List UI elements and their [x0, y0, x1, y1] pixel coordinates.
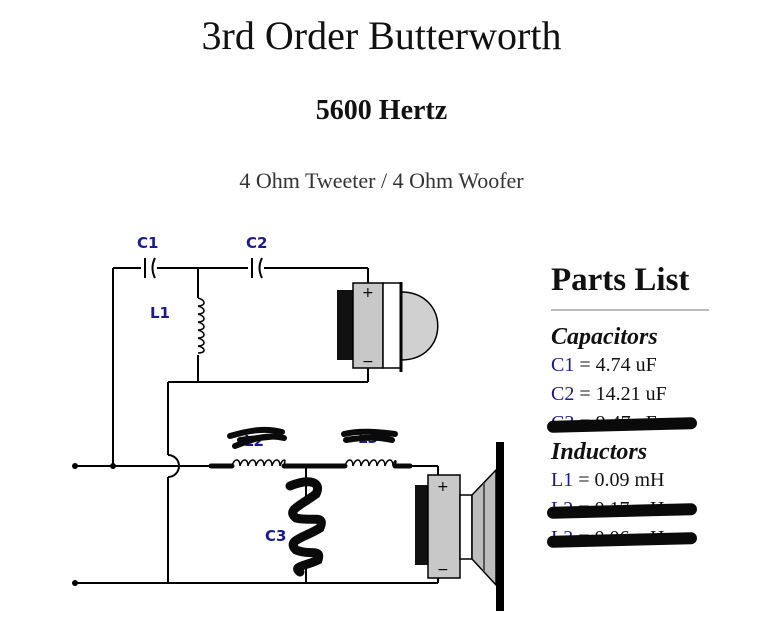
tweeter-minus: − [362, 354, 374, 370]
inductor-l2 [231, 459, 286, 467]
strikeout-scribble [546, 503, 698, 519]
part-row-l1: L1 = 0.09 mH [551, 466, 721, 495]
tweeter-speaker: + − [337, 282, 439, 372]
capacitors-heading: Capacitors [551, 324, 658, 350]
part-value: = 0.09 mH [578, 469, 665, 491]
part-ref: L1 [551, 469, 574, 491]
part-row-c2: C2 = 14.21 uF [551, 380, 721, 409]
inductor-l1 [197, 297, 205, 354]
parts-list-title: Parts List [551, 262, 690, 298]
parts-list: Parts List Capacitors C1 = 4.74 uF C2 = … [546, 262, 721, 553]
woofer-minus: − [437, 562, 449, 578]
capacitor-c2 [251, 257, 263, 279]
page-title: 3rd Order Butterworth [201, 13, 562, 58]
label-l1: L1 [150, 304, 170, 322]
crossover-frequency: 5600 Hertz [315, 95, 448, 126]
part-row-l2: L2 = 0.17 mH [546, 495, 721, 524]
part-row-c3: C3 = 9.47 uF [546, 409, 721, 438]
strikeout-scribble [546, 417, 698, 433]
strikeout-scribble [546, 532, 698, 548]
speaker-configuration: 4 Ohm Tweeter / 4 Ohm Woofer [239, 168, 524, 193]
inductor-l3 [344, 459, 397, 467]
part-value: = 4.74 uF [579, 354, 657, 376]
part-ref: C2 [551, 383, 575, 405]
part-value: = 14.21 uF [579, 383, 667, 405]
part-ref: C1 [551, 354, 575, 376]
label-c2: C2 [246, 234, 267, 252]
woofer-plus: + [437, 479, 449, 495]
label-c3: C3 [265, 527, 286, 545]
part-row-c1: C1 = 4.74 uF [551, 351, 721, 380]
part-row-l3: L3 = 0.06 mH [546, 524, 721, 553]
tweeter-plus: + [362, 285, 374, 301]
scribble-marks [208, 426, 413, 577]
inductors-heading: Inductors [551, 439, 648, 465]
capacitor-c1 [144, 257, 156, 279]
woofer-speaker: + − [415, 442, 504, 611]
parts-list-divider [551, 309, 709, 311]
label-c1: C1 [137, 234, 158, 252]
